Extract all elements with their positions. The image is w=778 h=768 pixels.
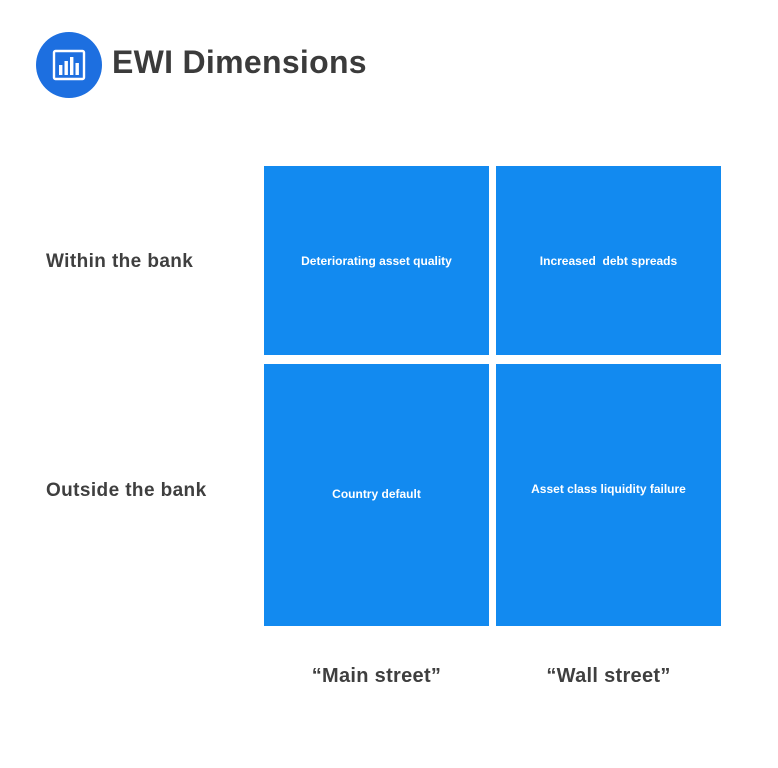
- bar-chart-icon: [36, 32, 102, 98]
- cell-label: Increased debt spreads: [539, 253, 678, 268]
- column-label-wall-street: “Wall street”: [546, 665, 671, 687]
- page-title: EWI Dimensions: [112, 44, 367, 80]
- cell-label: Deteriorating asset quality: [301, 253, 452, 268]
- cell-label: Country default: [332, 487, 421, 501]
- cell-within-main-street: Deteriorating asset quality: [264, 166, 489, 355]
- cell-outside-wall-street: Asset class liquidity failure: [496, 364, 721, 626]
- row-label-outside-bank: Outside the bank: [46, 480, 207, 501]
- column-label-main-street: “Main street”: [311, 665, 442, 687]
- row-label-within-bank: Within the bank: [46, 251, 194, 272]
- cell-outside-main-street: Country default: [264, 364, 489, 626]
- cell-within-wall-street: Increased debt spreads: [496, 166, 721, 355]
- cell-label: Asset class liquidity failure: [531, 482, 686, 496]
